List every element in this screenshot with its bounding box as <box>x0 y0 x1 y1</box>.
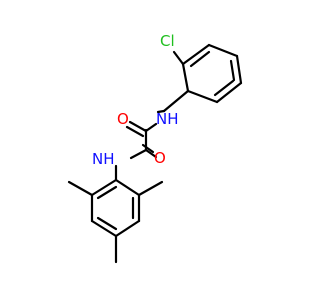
nitrogen-label: NH <box>156 110 179 128</box>
methyl-bond <box>67 180 94 197</box>
c-cl-bond <box>172 50 185 66</box>
oxygen-label: O <box>117 110 129 128</box>
ring-bond <box>186 89 219 104</box>
carbonyl-bond <box>128 120 148 133</box>
ring-bond <box>114 178 141 197</box>
methyl-bond <box>137 180 164 197</box>
ring-double-bond <box>189 50 211 68</box>
ring-ch2-bond <box>162 89 190 113</box>
c-n-bond <box>129 148 148 160</box>
mesityl-ring <box>90 178 141 238</box>
carbonyl-bond <box>144 148 158 159</box>
carbonyl-bond <box>141 143 155 154</box>
ring-double-bond <box>96 185 118 200</box>
ch2-n-bond <box>156 109 166 114</box>
ring-bond <box>215 81 243 104</box>
ring-bond <box>90 219 118 238</box>
ring-bond <box>181 43 211 66</box>
ring-bond <box>235 54 243 85</box>
n-c-bond <box>144 122 158 133</box>
ring-double-bond <box>96 216 118 231</box>
chlorophenyl-ring <box>181 43 243 104</box>
ring-bond <box>207 43 239 58</box>
molecule-structure-diagram: Cl O O NH NH <box>67 32 243 264</box>
oxygen-label: O <box>154 149 166 167</box>
ring-bond <box>181 62 190 93</box>
ring-double-bond <box>229 59 236 82</box>
ring-double-bond <box>213 79 235 97</box>
chlorine-label: Cl <box>160 32 175 50</box>
ring-bond <box>90 178 118 197</box>
ring-bond <box>114 219 141 238</box>
nitrogen-label: NH <box>92 150 115 168</box>
carbonyl-bond <box>125 125 145 138</box>
